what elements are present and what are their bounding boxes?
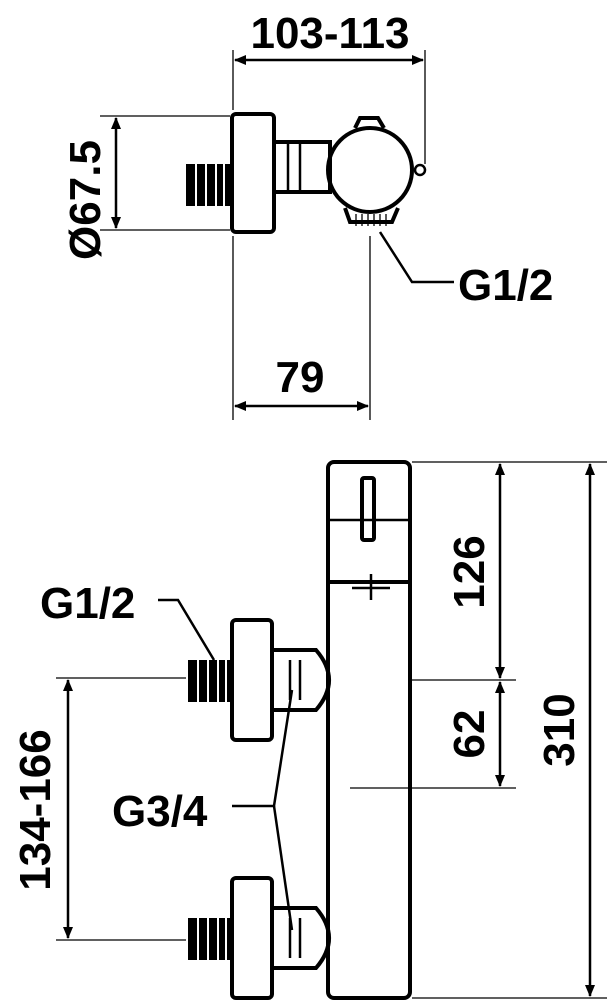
leader-front-g12 — [158, 598, 216, 661]
dim-label-62: 62 — [445, 710, 494, 759]
front-lower-inlet-thread — [188, 918, 232, 960]
front-upper-rosette — [230, 618, 274, 742]
front-lower-rosette — [230, 876, 274, 1000]
leader-front-g34 — [232, 689, 294, 808]
dim-label-103-113: 103-113 — [250, 9, 409, 58]
front-upper-connector — [272, 648, 331, 712]
label-front-g12: G1/2 — [40, 579, 135, 628]
front-view: G1/2 G3/4 134-166 126 62 310 — [11, 460, 607, 1000]
front-mixer-body — [326, 460, 412, 1000]
top-connector — [272, 140, 332, 194]
dim-label-diameter: Ø67.5 — [61, 140, 110, 260]
top-inlet-thread — [186, 164, 232, 206]
top-view: 103-113 Ø67.5 79 G1/2 — [61, 9, 553, 420]
top-mixer-body — [326, 126, 414, 214]
label-front-g34: G3/4 — [112, 787, 208, 836]
front-lower-connector — [272, 906, 331, 970]
dim-label-79: 79 — [276, 353, 325, 402]
leader-top-g12 — [378, 231, 454, 284]
top-rosette — [230, 112, 276, 234]
front-upper-inlet-thread — [188, 660, 232, 702]
label-top-g12: G1/2 — [458, 261, 553, 310]
dim-label-134-166: 134-166 — [11, 729, 60, 890]
dim-label-310: 310 — [535, 693, 584, 766]
dim-label-126: 126 — [445, 535, 494, 608]
